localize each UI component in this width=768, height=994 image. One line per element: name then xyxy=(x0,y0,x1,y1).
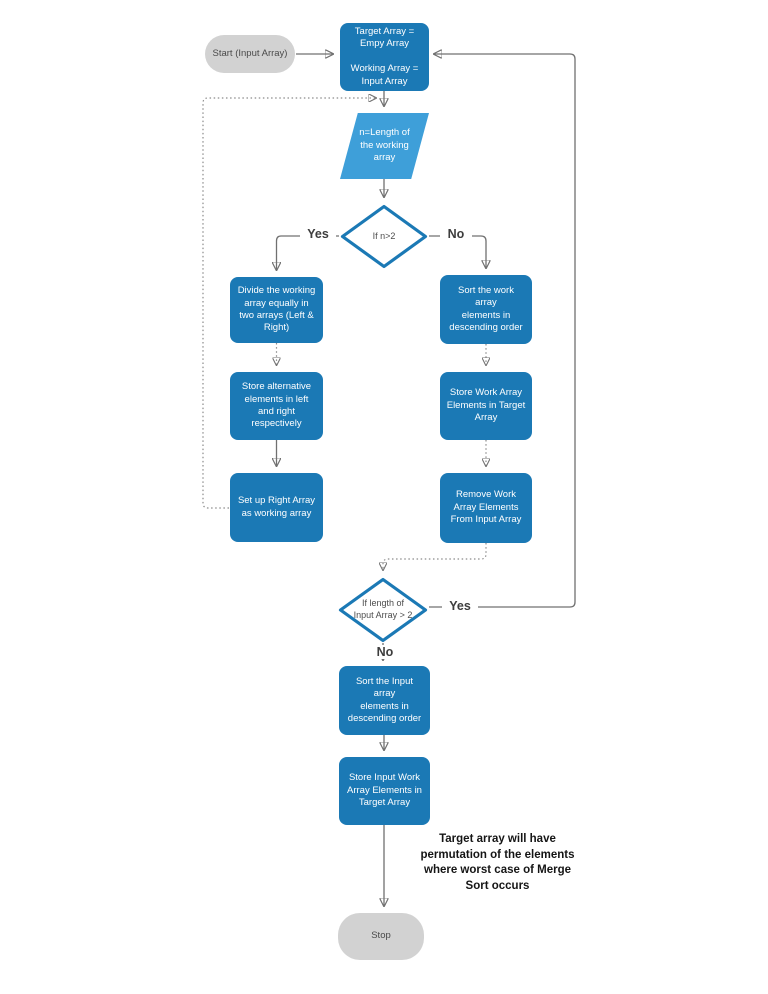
decision-n-label: If n>2 xyxy=(372,230,396,241)
node-divide-array: Divide the working array equally in two … xyxy=(230,277,323,343)
node-stop: Stop xyxy=(338,913,424,960)
node-store-input-array: Store Input Work Array Elements in Targe… xyxy=(339,757,430,825)
node-start: Start (Input Array) xyxy=(205,35,295,73)
node-init-arrays: Target Array = Empy Array Working Array … xyxy=(340,23,429,91)
diamond-shape xyxy=(338,577,428,643)
edge-removework-to-decision-len xyxy=(383,543,487,570)
node-sort-work-array: Sort the work array elements in descendi… xyxy=(440,275,532,344)
node-setup-right-array: Set up Right Array as working array xyxy=(230,473,323,542)
edge-label-no-1: No xyxy=(440,227,472,241)
decision-input-length-label: If length of Input Array > 2 xyxy=(353,598,413,620)
edge-label-no-2: No xyxy=(369,645,401,659)
edge-label-yes-2: Yes xyxy=(442,599,478,613)
node-remove-work-array: Remove Work Array Elements From Input Ar… xyxy=(440,473,532,543)
node-store-work-array: Store Work Array Elements in Target Arra… xyxy=(440,372,532,440)
decision-n-greater-2: If n>2 xyxy=(340,204,428,269)
node-sort-input-array: Sort the Input array elements in descend… xyxy=(339,666,430,735)
decision-input-length: If length of Input Array > 2 xyxy=(338,577,428,643)
node-store-alternative: Store alternative elements in left and r… xyxy=(230,372,323,440)
annotation-note: Target array will have permutation of th… xyxy=(420,833,575,892)
edge-label-yes-1: Yes xyxy=(300,227,336,241)
node-set-n-length: n=Length of the working array xyxy=(340,113,429,179)
edge-decision-n-yes xyxy=(277,235,339,270)
